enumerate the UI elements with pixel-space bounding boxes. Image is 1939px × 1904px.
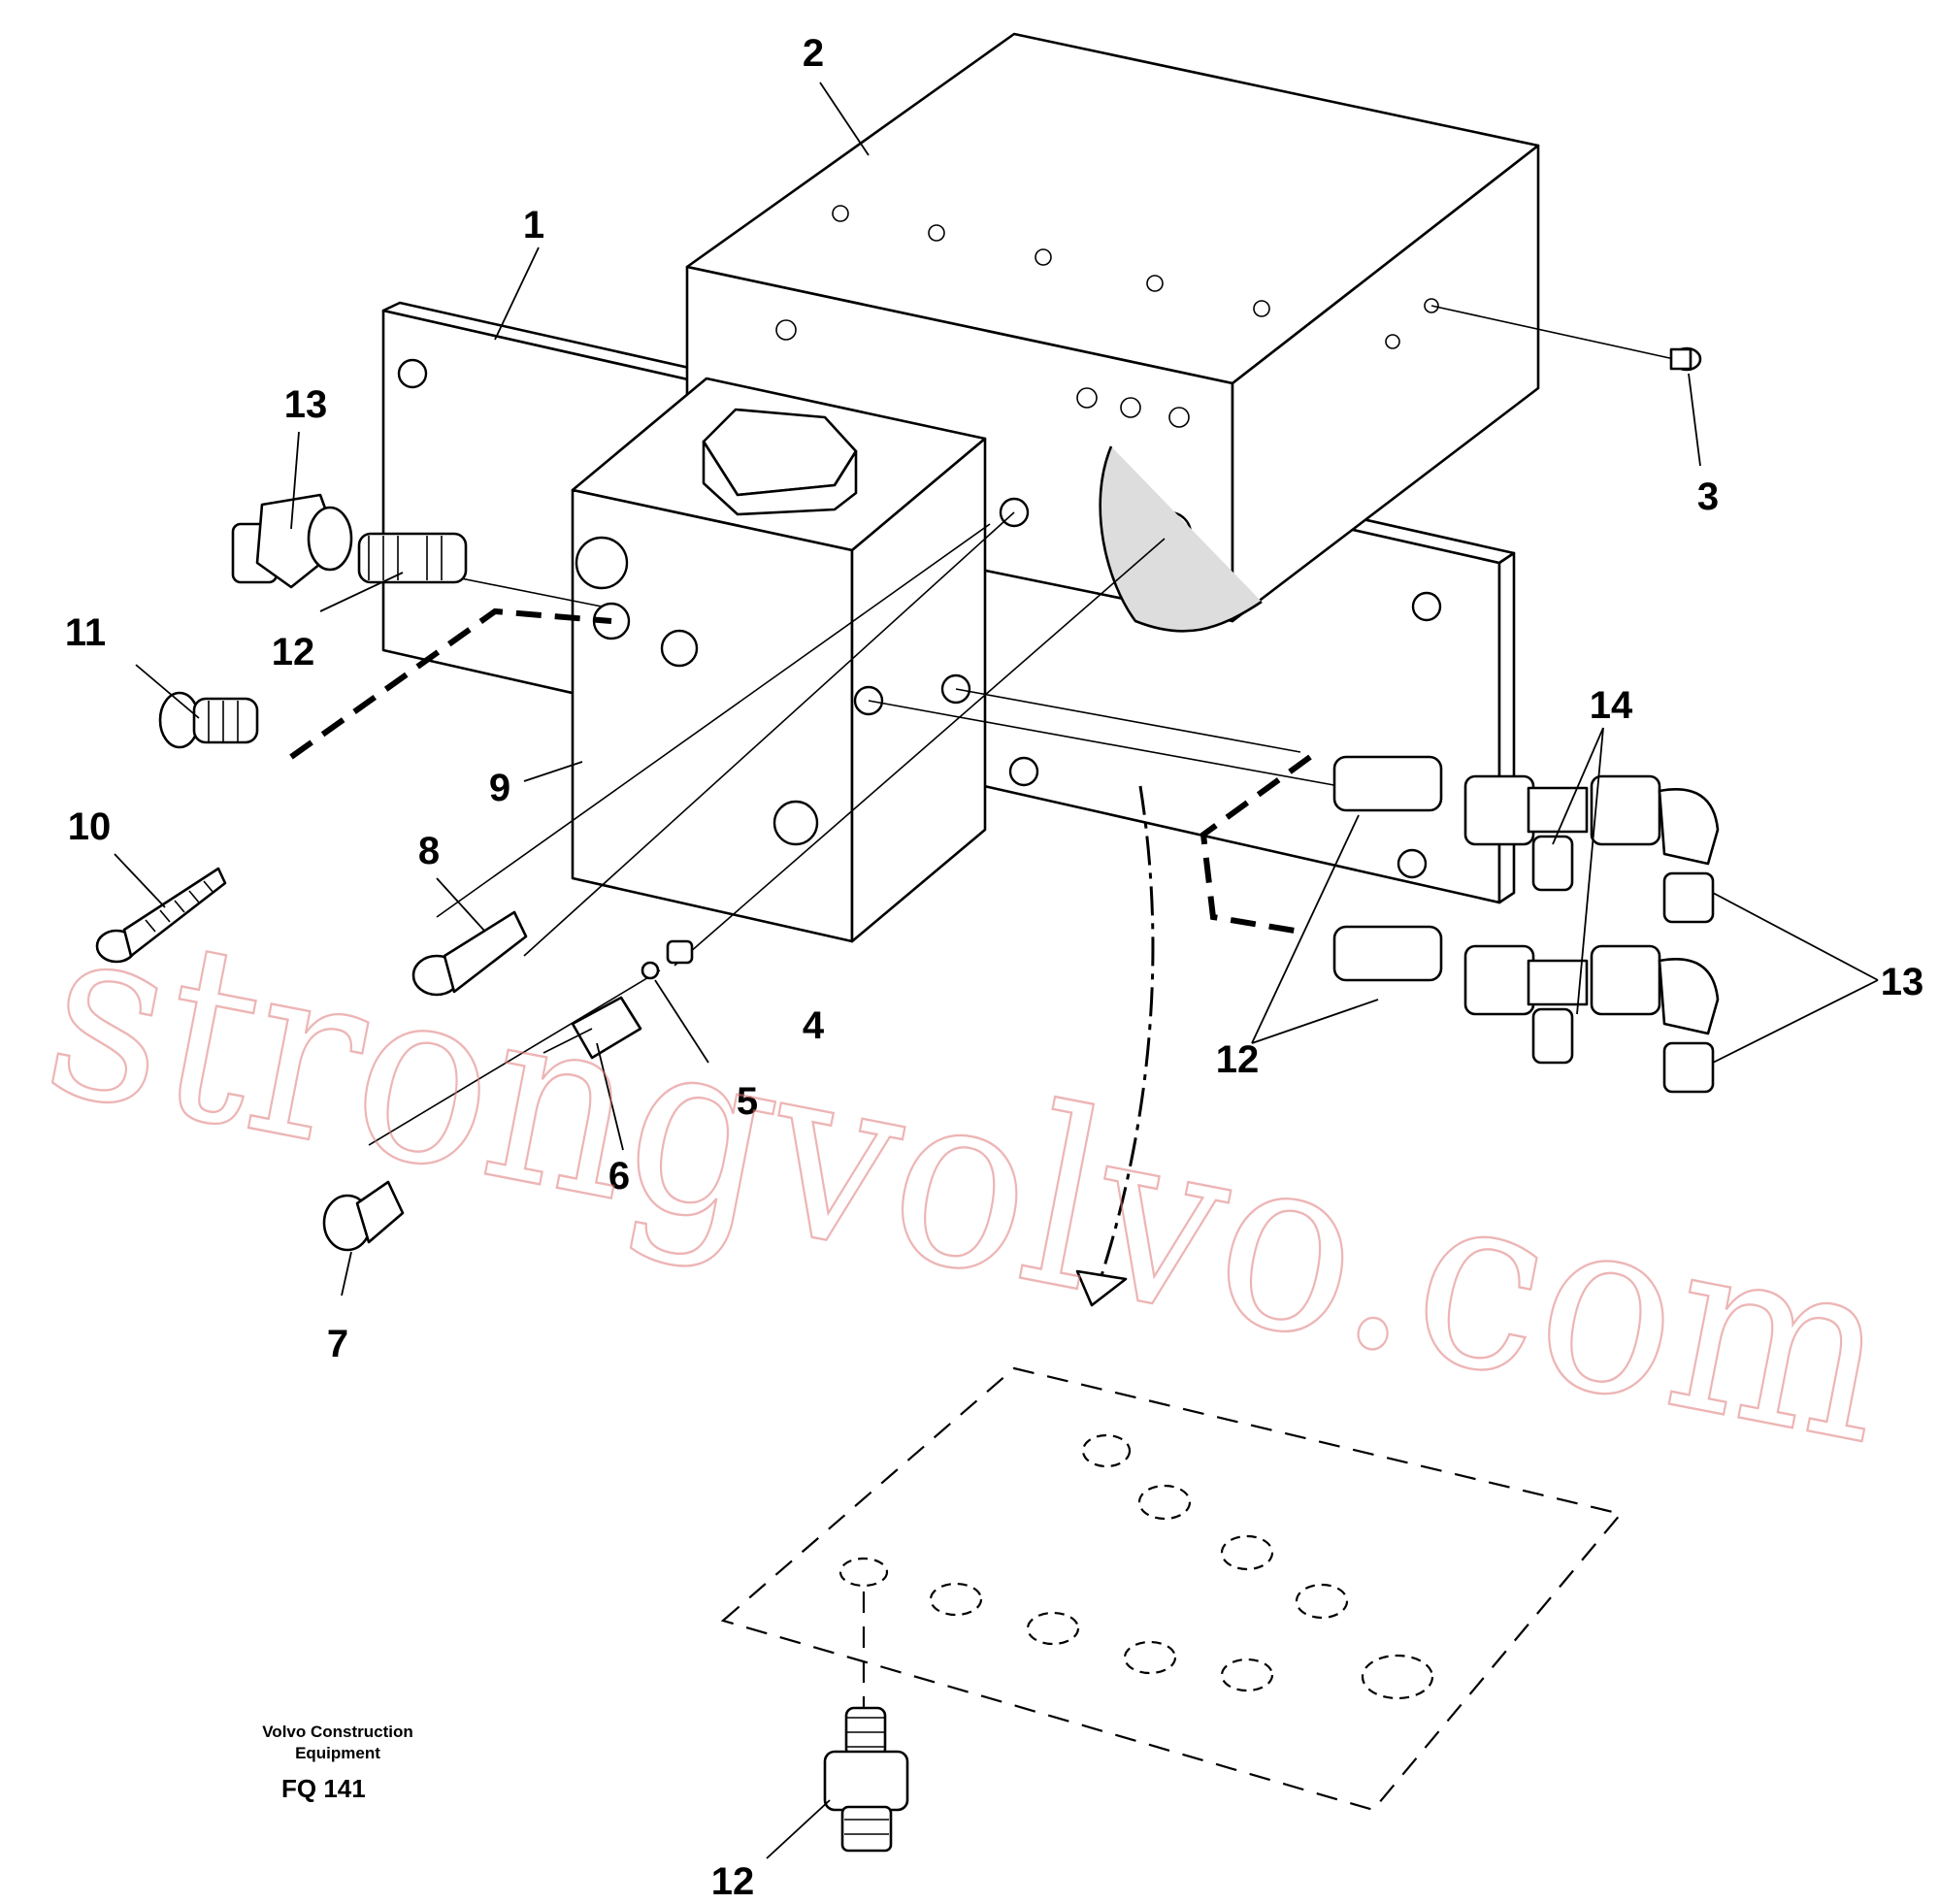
brand-line-2: Equipment — [295, 1744, 380, 1762]
callout-4: 4 — [803, 1004, 825, 1047]
callout-labels: 2 1 3 13 12 11 10 8 9 4 5 6 7 14 13 12 1… — [65, 32, 1923, 1903]
fitting-12-bottom — [823, 1706, 909, 1853]
callout-6: 6 — [608, 1155, 630, 1198]
callout-12-left: 12 — [272, 631, 315, 673]
assembly-lines — [289, 305, 1675, 1146]
direction-arrow — [1075, 785, 1155, 1307]
callout-5: 5 — [737, 1080, 758, 1123]
callout-12-right: 12 — [1216, 1038, 1260, 1081]
bottom-plate-outline — [720, 1366, 1623, 1812]
fittings-right-lower — [1332, 925, 1720, 1094]
valve-block — [571, 377, 1030, 943]
callout-13-left: 13 — [284, 383, 328, 426]
callout-9: 9 — [489, 767, 510, 809]
callout-2: 2 — [803, 32, 824, 75]
callout-8: 8 — [418, 830, 440, 872]
callout-7: 7 — [327, 1323, 348, 1365]
callout-leaders — [114, 82, 1879, 1859]
callout-1: 1 — [523, 204, 544, 246]
callout-3: 3 — [1697, 476, 1719, 518]
screw-10 — [95, 867, 227, 964]
brand-line-1: Volvo Construction — [262, 1723, 413, 1741]
callout-10: 10 — [68, 805, 112, 848]
callout-14: 14 — [1590, 684, 1633, 727]
parts-4-5-6 — [542, 939, 694, 1060]
footer: Volvo Construction Equipment FQ 141 — [262, 1723, 413, 1803]
plug-11 — [158, 691, 259, 749]
figure-code: FQ 141 — [281, 1774, 366, 1803]
fittings-right-upper — [1332, 755, 1720, 924]
callout-13-right: 13 — [1881, 961, 1924, 1003]
callout-11: 11 — [65, 611, 106, 654]
fittings-left — [231, 493, 468, 589]
screw-8 — [411, 910, 528, 997]
plug-3 — [1669, 346, 1702, 372]
plug-7 — [322, 1180, 405, 1252]
callout-12-bottom: 12 — [711, 1860, 755, 1903]
